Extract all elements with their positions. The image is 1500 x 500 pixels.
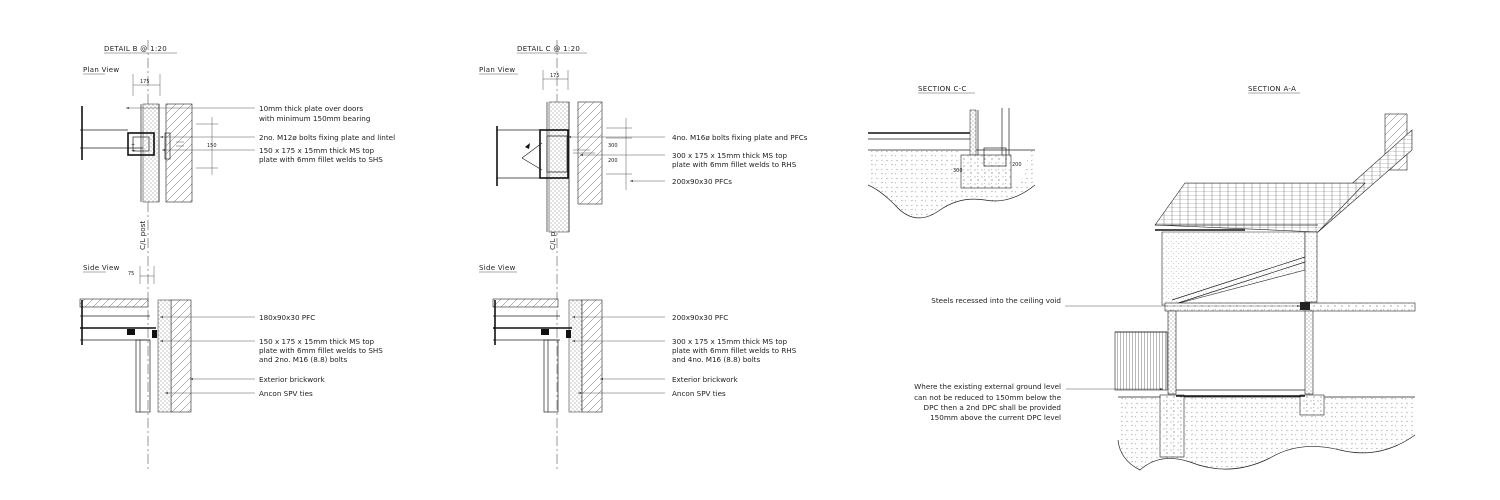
plan-note: plate with 6mm fillet welds to SHS — [259, 155, 383, 164]
rhs-post-elevation — [543, 339, 559, 413]
detail-c: DETAIL C @ 1:20 Plan View C/L post 175 3… — [479, 40, 808, 472]
section-aa: SECTION A-A Steels recessed into the ce — [914, 85, 1416, 471]
plan-note: 200x90x30 PFCs — [672, 177, 732, 186]
note-dpc: DPC then a 2nd DPC shall be provided — [924, 403, 1061, 412]
external-wall — [1304, 310, 1314, 395]
rafter-line — [1171, 256, 1306, 301]
dim-mark: 200 — [1012, 162, 1022, 168]
brick-wall — [581, 299, 603, 413]
plan-note: 10mm thick plate over doors — [259, 104, 363, 113]
dim-175: 175 — [550, 73, 560, 79]
side-note: Exterior brickwork — [672, 375, 738, 384]
side-note: 180x90x30 PFC — [259, 313, 315, 322]
pfc-beam — [492, 298, 559, 308]
plan-note: plate with 6mm fillet welds to RHS — [672, 160, 797, 169]
side-note: Exterior brickwork — [259, 375, 325, 384]
dim-300: 300 — [608, 143, 618, 149]
plan-note: with minimum 150mm bearing — [259, 114, 370, 123]
plan-note: 300 x 175 x 15mm thick MS top — [672, 151, 788, 160]
note-dpc: Where the existing external ground level — [914, 382, 1061, 391]
rendered-wall — [1161, 231, 1306, 306]
detail-b-title: DETAIL B @ 1:20 — [104, 45, 167, 53]
weld-symbol — [176, 141, 184, 147]
detail-c-centerline-label: C/L post — [548, 221, 557, 250]
bolt — [541, 329, 549, 335]
detail-b-side-view-label: Side View — [83, 264, 120, 272]
side-note: 150 x 175 x 15mm thick MS top — [259, 337, 375, 346]
note-steels: Steels recessed into the ceiling void — [931, 296, 1061, 305]
top-plate — [132, 136, 150, 152]
foundation — [1159, 394, 1185, 458]
ceiling-void — [1164, 302, 1416, 312]
side-note: 200x90x30 PFC — [672, 313, 728, 322]
bolt-mark: + — [131, 148, 135, 154]
side-note: and 4no. M16 (8.8) bolts — [672, 355, 761, 364]
foundation — [1299, 394, 1325, 416]
note-dpc: 150mm above the current DPC level — [930, 413, 1061, 422]
fixing-plate — [164, 132, 171, 160]
ground-outline — [867, 184, 1036, 219]
garden-fence — [1114, 331, 1168, 391]
rafter-line — [1171, 261, 1306, 306]
bolt-mark: + — [131, 142, 135, 148]
section-cc-title: SECTION C-C — [918, 85, 967, 93]
side-note: 300 x 175 x 15mm thick MS top — [672, 337, 788, 346]
plan-note: 4no. M16ø bolts fixing plate and PFCs — [672, 133, 808, 142]
weld-line — [521, 157, 543, 171]
plan-note: 150 x 175 x 15mm thick MS top — [259, 146, 375, 155]
foundation — [960, 154, 1012, 189]
side-note: plate with 6mm fillet welds to SHS — [259, 346, 383, 355]
arrowhead — [525, 143, 530, 149]
detail-c-side-view-label: Side View — [479, 264, 516, 272]
detail-c-plan-view-label: Plan View — [479, 66, 515, 74]
rhs-post — [539, 129, 569, 179]
detail-b-plan-view-label: Plan View — [83, 66, 119, 74]
bolt — [127, 329, 135, 335]
insulation-cavity — [142, 103, 160, 203]
bolt — [152, 330, 157, 338]
dim-200: 200 — [608, 158, 618, 164]
wall-cavity — [969, 109, 977, 156]
roof-tiles — [1154, 182, 1366, 233]
ground-outline — [1117, 434, 1416, 471]
detail-c-title: DETAIL C @ 1:20 — [517, 45, 580, 53]
section-aa-title: SECTION A-A — [1248, 85, 1296, 93]
external-wall — [1167, 310, 1177, 395]
dim-150: 150 — [207, 143, 217, 149]
detail-b: DETAIL B @ 1:20 Plan View C/L post 175 +… — [79, 40, 395, 472]
ground-fill — [1118, 397, 1415, 470]
detail-b-centerline-label: C/L post — [138, 221, 147, 250]
side-note: and 2no. M16 (8.8) bolts — [259, 355, 348, 364]
dim-175: 175 — [140, 79, 150, 85]
weld-line — [521, 142, 543, 159]
plan-note: 2no. M12ø bolts fixing plate and lintel — [259, 133, 395, 142]
side-note: Ancon SPV ties — [672, 389, 726, 398]
insulation-cavity — [548, 101, 570, 233]
steel-beam — [1300, 302, 1310, 310]
bolt — [566, 330, 571, 338]
dim-mark: 300 — [953, 168, 963, 174]
top-plate — [546, 135, 568, 173]
steel-section — [983, 147, 1007, 167]
pfc-beam — [79, 298, 149, 308]
insulation-cavity — [157, 299, 172, 413]
wall-section — [1304, 231, 1318, 303]
side-note: plate with 6mm fillet welds to RHS — [672, 346, 797, 355]
side-note: Ancon SPV ties — [259, 389, 313, 398]
note-dpc: can not be reduced to 150mm below the — [914, 393, 1062, 402]
dim-75: 75 — [128, 271, 134, 277]
section-cc: SECTION C-C 300 200 — [867, 85, 1036, 219]
shs-post — [127, 132, 155, 156]
shs-post-elevation — [135, 339, 151, 413]
